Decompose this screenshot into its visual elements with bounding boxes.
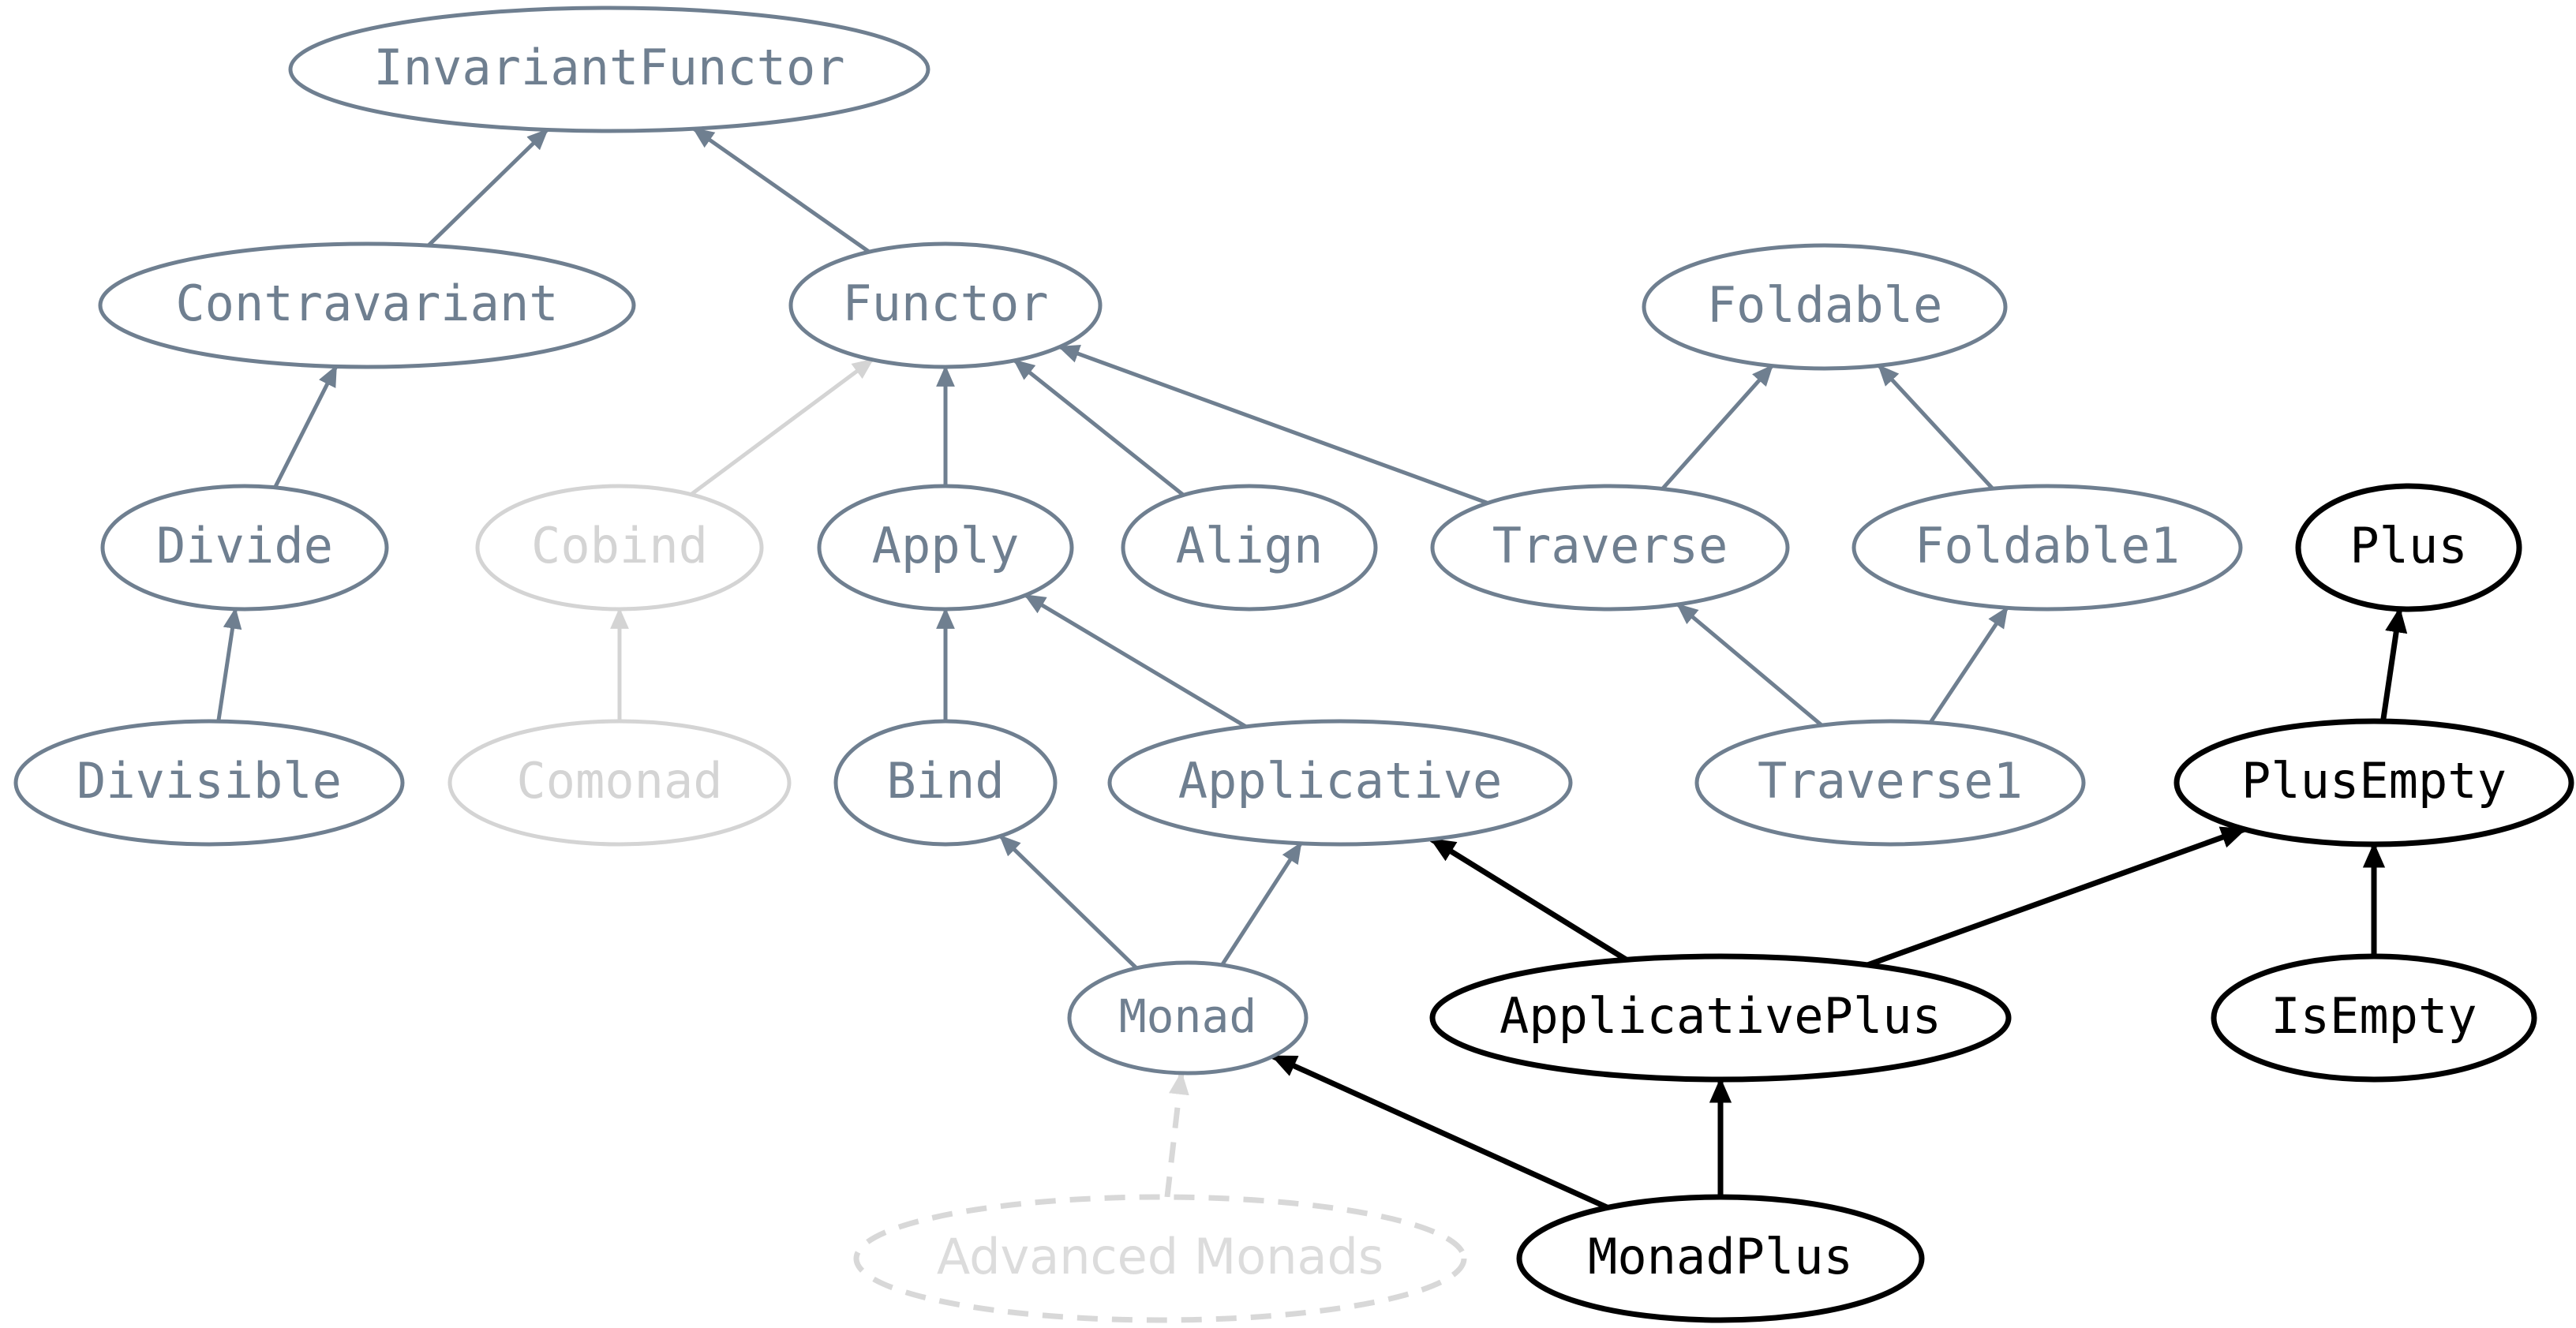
node-foldable1[interactable]: Foldable1 bbox=[1852, 484, 2243, 612]
edge-foldable1-to-foldable bbox=[1877, 364, 1994, 490]
node-applicativeplus[interactable]: ApplicativePlus bbox=[1429, 953, 2012, 1083]
node-contravariant[interactable]: Contravariant bbox=[98, 241, 636, 369]
node-label-advancedmonads: Advanced Monads bbox=[937, 1228, 1383, 1285]
edge-align-to-functor bbox=[1013, 358, 1185, 497]
node-shape-monadplus[interactable] bbox=[1516, 1194, 1925, 1323]
node-shape-advancedmonads[interactable] bbox=[853, 1194, 1467, 1323]
edge-divisible-to-divide bbox=[216, 607, 242, 722]
node-applicative[interactable]: Applicative bbox=[1107, 719, 1573, 847]
node-shape-foldable[interactable] bbox=[1642, 243, 2008, 371]
node-shape-plusempty[interactable] bbox=[2174, 718, 2574, 847]
node-foldable[interactable]: Foldable bbox=[1642, 243, 2008, 371]
node-label-plus: Plus bbox=[2349, 517, 2467, 574]
node-shape-traverse[interactable] bbox=[1430, 484, 1790, 612]
node-shape-divide[interactable] bbox=[100, 484, 389, 612]
node-label-apply: Apply bbox=[872, 517, 1020, 574]
node-functor[interactable]: Functor bbox=[788, 241, 1103, 369]
node-invariantfunctor[interactable]: InvariantFunctor bbox=[288, 6, 930, 133]
node-label-monadplus: MonadPlus bbox=[1588, 1228, 1853, 1285]
node-shape-bind[interactable] bbox=[833, 719, 1058, 847]
node-label-align: Align bbox=[1176, 517, 1324, 574]
node-shape-divisible[interactable] bbox=[13, 719, 405, 847]
node-shape-functor[interactable] bbox=[788, 241, 1103, 369]
node-traverse1[interactable]: Traverse1 bbox=[1694, 719, 2086, 847]
edge-traverse-to-foldable bbox=[1661, 364, 1774, 491]
node-monad[interactable]: Monad bbox=[1067, 960, 1309, 1075]
node-isempty[interactable]: IsEmpty bbox=[2211, 953, 2537, 1083]
edge-advancedmonads-to-monad bbox=[1164, 1071, 1189, 1198]
edge-applicativeplus-to-plusempty bbox=[1866, 826, 2247, 968]
edge-contravariant-to-invariantfunctor bbox=[427, 128, 549, 247]
node-divisible[interactable]: Divisible bbox=[13, 719, 405, 847]
node-label-applicative: Applicative bbox=[1178, 752, 1503, 810]
edge-monad-to-bind bbox=[998, 834, 1138, 970]
node-label-plusempty: PlusEmpty bbox=[2241, 752, 2507, 810]
node-shape-monad[interactable] bbox=[1067, 960, 1309, 1075]
edge-traverse1-to-traverse bbox=[1676, 603, 1823, 727]
node-divide[interactable]: Divide bbox=[100, 484, 389, 612]
node-label-bind: Bind bbox=[886, 752, 1004, 810]
node-label-traverse: Traverse bbox=[1492, 517, 1728, 574]
edge-traverse-to-functor bbox=[1058, 345, 1488, 505]
node-shape-plus[interactable] bbox=[2295, 483, 2522, 612]
node-apply[interactable]: Apply bbox=[817, 484, 1074, 612]
node-label-divide: Divide bbox=[156, 517, 333, 574]
node-shape-comonad[interactable] bbox=[447, 719, 792, 847]
node-label-divisible: Divisible bbox=[77, 752, 342, 810]
edge-layer bbox=[216, 127, 2408, 1210]
node-label-foldable: Foldable bbox=[1707, 276, 1943, 334]
edge-plusempty-to-plus bbox=[2380, 607, 2408, 722]
node-label-cobind: Cobind bbox=[531, 517, 708, 574]
node-shape-contravariant[interactable] bbox=[98, 241, 636, 369]
node-label-applicativeplus: ApplicativePlus bbox=[1500, 987, 1941, 1045]
node-shape-isempty[interactable] bbox=[2211, 953, 2537, 1083]
node-label-foldable1: Foldable1 bbox=[1915, 517, 2180, 574]
edge-traverse1-to-foldable1 bbox=[1928, 606, 2009, 724]
node-label-invariantfunctor: InvariantFunctor bbox=[373, 39, 844, 96]
node-label-traverse1: Traverse1 bbox=[1758, 752, 2023, 810]
node-shape-foldable1[interactable] bbox=[1852, 484, 2243, 612]
edge-applicativeplus-to-applicative bbox=[1429, 836, 1628, 963]
node-cobind[interactable]: Cobind bbox=[475, 484, 764, 612]
node-advancedmonads[interactable]: Advanced Monads bbox=[853, 1194, 1467, 1323]
node-plus[interactable]: Plus bbox=[2295, 483, 2522, 612]
node-shape-applicativeplus[interactable] bbox=[1429, 953, 2012, 1083]
node-align[interactable]: Align bbox=[1121, 484, 1378, 612]
edge-monadplus-to-monad bbox=[1271, 1053, 1609, 1210]
node-label-contravariant: Contravariant bbox=[175, 275, 558, 332]
node-label-comonad: Comonad bbox=[516, 752, 722, 810]
node-plusempty[interactable]: PlusEmpty bbox=[2174, 718, 2574, 847]
node-shape-traverse1[interactable] bbox=[1694, 719, 2086, 847]
node-comonad[interactable]: Comonad bbox=[447, 719, 792, 847]
node-shape-align[interactable] bbox=[1121, 484, 1378, 612]
node-bind[interactable]: Bind bbox=[833, 719, 1058, 847]
node-shape-applicative[interactable] bbox=[1107, 719, 1573, 847]
node-shape-invariantfunctor[interactable] bbox=[288, 6, 930, 133]
edge-functor-to-invariantfunctor bbox=[692, 127, 871, 254]
node-traverse[interactable]: Traverse bbox=[1430, 484, 1790, 612]
edge-divide-to-contravariant bbox=[273, 365, 339, 488]
node-label-isempty: IsEmpty bbox=[2271, 987, 2477, 1045]
edge-applicative-to-apply bbox=[1024, 593, 1247, 728]
node-shape-apply[interactable] bbox=[817, 484, 1074, 612]
node-monadplus[interactable]: MonadPlus bbox=[1516, 1194, 1925, 1323]
node-shape-cobind[interactable] bbox=[475, 484, 764, 612]
node-label-functor: Functor bbox=[842, 275, 1048, 332]
edge-monad-to-applicative bbox=[1220, 842, 1303, 967]
edge-cobind-to-functor bbox=[690, 357, 874, 496]
node-label-monad: Monad bbox=[1119, 989, 1257, 1043]
